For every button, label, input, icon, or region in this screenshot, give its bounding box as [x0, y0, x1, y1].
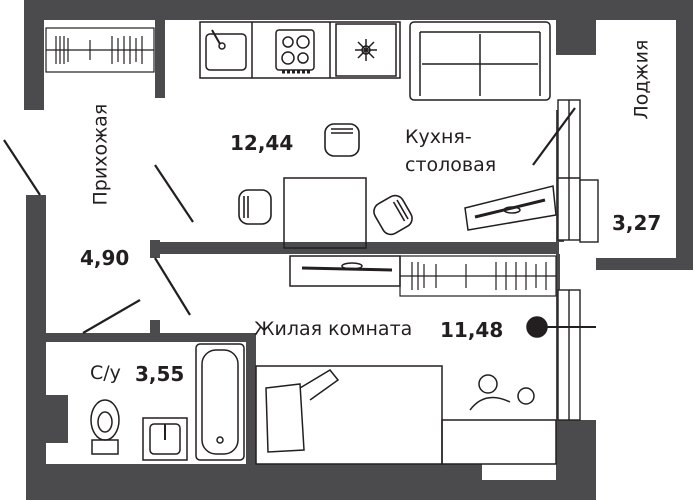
washbasin-icon	[142, 417, 188, 461]
wardrobe-icon	[399, 255, 557, 297]
tv-icon	[464, 185, 557, 231]
tv-icon	[289, 255, 401, 287]
sofa-icon	[409, 21, 551, 101]
kitchen-counter	[199, 21, 401, 79]
desk-lamp-icon	[441, 374, 557, 465]
windows	[557, 99, 599, 421]
sink-icon	[205, 29, 247, 71]
hall-area: 4,90	[80, 246, 130, 270]
door-swings	[3, 107, 576, 334]
hall-name: Прихожая	[89, 103, 112, 206]
table-icon	[283, 177, 367, 249]
living-name: Жилая комната	[254, 318, 413, 340]
walls	[24, 0, 693, 500]
toilet-icon	[90, 399, 120, 455]
living-area: 11,48	[440, 318, 504, 342]
fridge-icon	[335, 23, 397, 77]
electric-panel-icon	[526, 316, 596, 338]
bed-icon	[255, 365, 443, 465]
stove-icon	[275, 29, 315, 74]
loggia-name: Лоджия	[630, 39, 653, 120]
chair-icon	[238, 123, 413, 236]
bathtub-icon	[195, 343, 245, 461]
loggia-area: 3,27	[612, 211, 662, 235]
bathroom-area: 3,55	[135, 362, 185, 386]
bathroom-name: С/у	[90, 362, 121, 384]
kitchen-area: 12,44	[230, 131, 294, 155]
wardrobe-icon	[45, 27, 155, 73]
kitchen-name: Кухня- столовая	[405, 126, 497, 176]
